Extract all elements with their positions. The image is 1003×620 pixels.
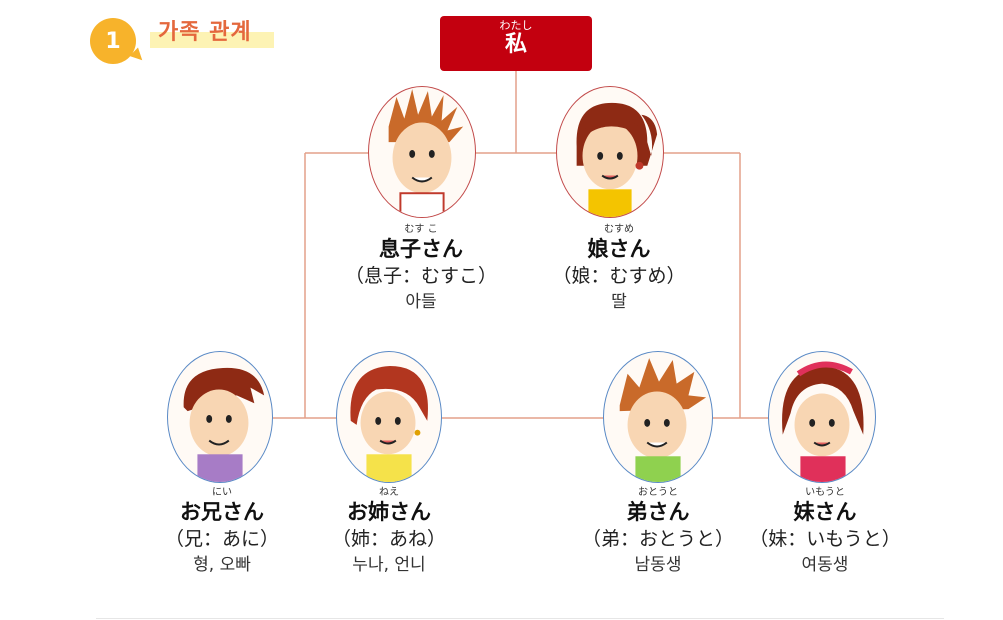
son-illustration <box>388 89 464 217</box>
me-furigana: わたし <box>499 19 533 32</box>
older-sister-label: ねえ お姉さん （姉：あね） 누나, 언니 <box>332 487 446 577</box>
daughter-honorific-name: 娘さん <box>587 237 651 261</box>
son-portrait <box>368 86 476 218</box>
older-sister-furigana: ねえ <box>378 487 399 498</box>
section-number: 1 <box>105 28 121 54</box>
son-label: むす こ 息子さん （息子：むすこ） 아들 <box>345 224 497 314</box>
younger-brother-furigana: おとうと <box>637 487 678 498</box>
older-brother-furigana: にい <box>211 487 232 498</box>
son-korean-meaning: 아들 <box>405 292 437 312</box>
older-brother-portrait <box>167 351 273 483</box>
bottom-divider <box>96 618 944 619</box>
younger-brother-plain-name: （弟：おとうと） <box>581 528 735 550</box>
older-sister-plain-name: （姉：あね） <box>331 528 447 550</box>
younger-brother-honorific-name: 弟さん <box>626 500 690 524</box>
younger-sister-honorific-name: 妹さん <box>793 500 857 524</box>
younger-sister-korean-meaning: 여동생 <box>801 555 849 575</box>
older-sister-illustration <box>350 365 428 482</box>
son-honorific-name: 息子さん <box>378 237 463 261</box>
younger-sister-illustration <box>782 361 864 482</box>
older-sister-honorific-name: お姉さん <box>346 500 431 524</box>
son-furigana: むす こ <box>404 224 438 235</box>
me-box: わたし 私 <box>440 16 592 71</box>
daughter-illustration <box>576 102 658 217</box>
older-brother-plain-name: （兄：あに） <box>164 528 280 550</box>
younger-brother-illustration <box>619 358 707 482</box>
younger-sister-portrait <box>768 351 876 483</box>
me-label: 私 <box>504 32 527 57</box>
son-plain-name: （息子：むすこ） <box>344 265 498 287</box>
section-title: 가족 관계 <box>158 20 252 45</box>
younger-sister-label: いもうと 妹さん （妹：いもうと） 여동생 <box>749 487 900 577</box>
section-header: 1 가족 관계 <box>90 14 290 66</box>
daughter-korean-meaning: 딸 <box>611 292 627 312</box>
younger-brother-portrait <box>603 351 713 483</box>
daughter-furigana: むすめ <box>603 224 634 235</box>
older-sister-portrait <box>336 351 442 483</box>
younger-brother-label: おとうと 弟さん （弟：おとうと） 남동생 <box>582 487 734 577</box>
older-brother-illustration <box>183 367 265 482</box>
younger-sister-plain-name: （妹：いもうと） <box>749 528 901 550</box>
older-brother-korean-meaning: 형, 오빠 <box>193 555 251 575</box>
daughter-portrait <box>556 86 664 218</box>
older-brother-label: にい お兄さん （兄：あに） 형, 오빠 <box>165 487 279 577</box>
section-number-badge: 1 <box>90 18 136 64</box>
daughter-plain-name: （娘：むすめ） <box>552 265 686 287</box>
older-sister-korean-meaning: 누나, 언니 <box>352 555 426 575</box>
younger-sister-furigana: いもうと <box>805 487 845 498</box>
younger-brother-korean-meaning: 남동생 <box>634 555 682 575</box>
daughter-label: むすめ 娘さん （娘：むすめ） 딸 <box>552 224 685 314</box>
older-brother-honorific-name: お兄さん <box>179 500 264 524</box>
title-highlight <box>150 32 274 48</box>
